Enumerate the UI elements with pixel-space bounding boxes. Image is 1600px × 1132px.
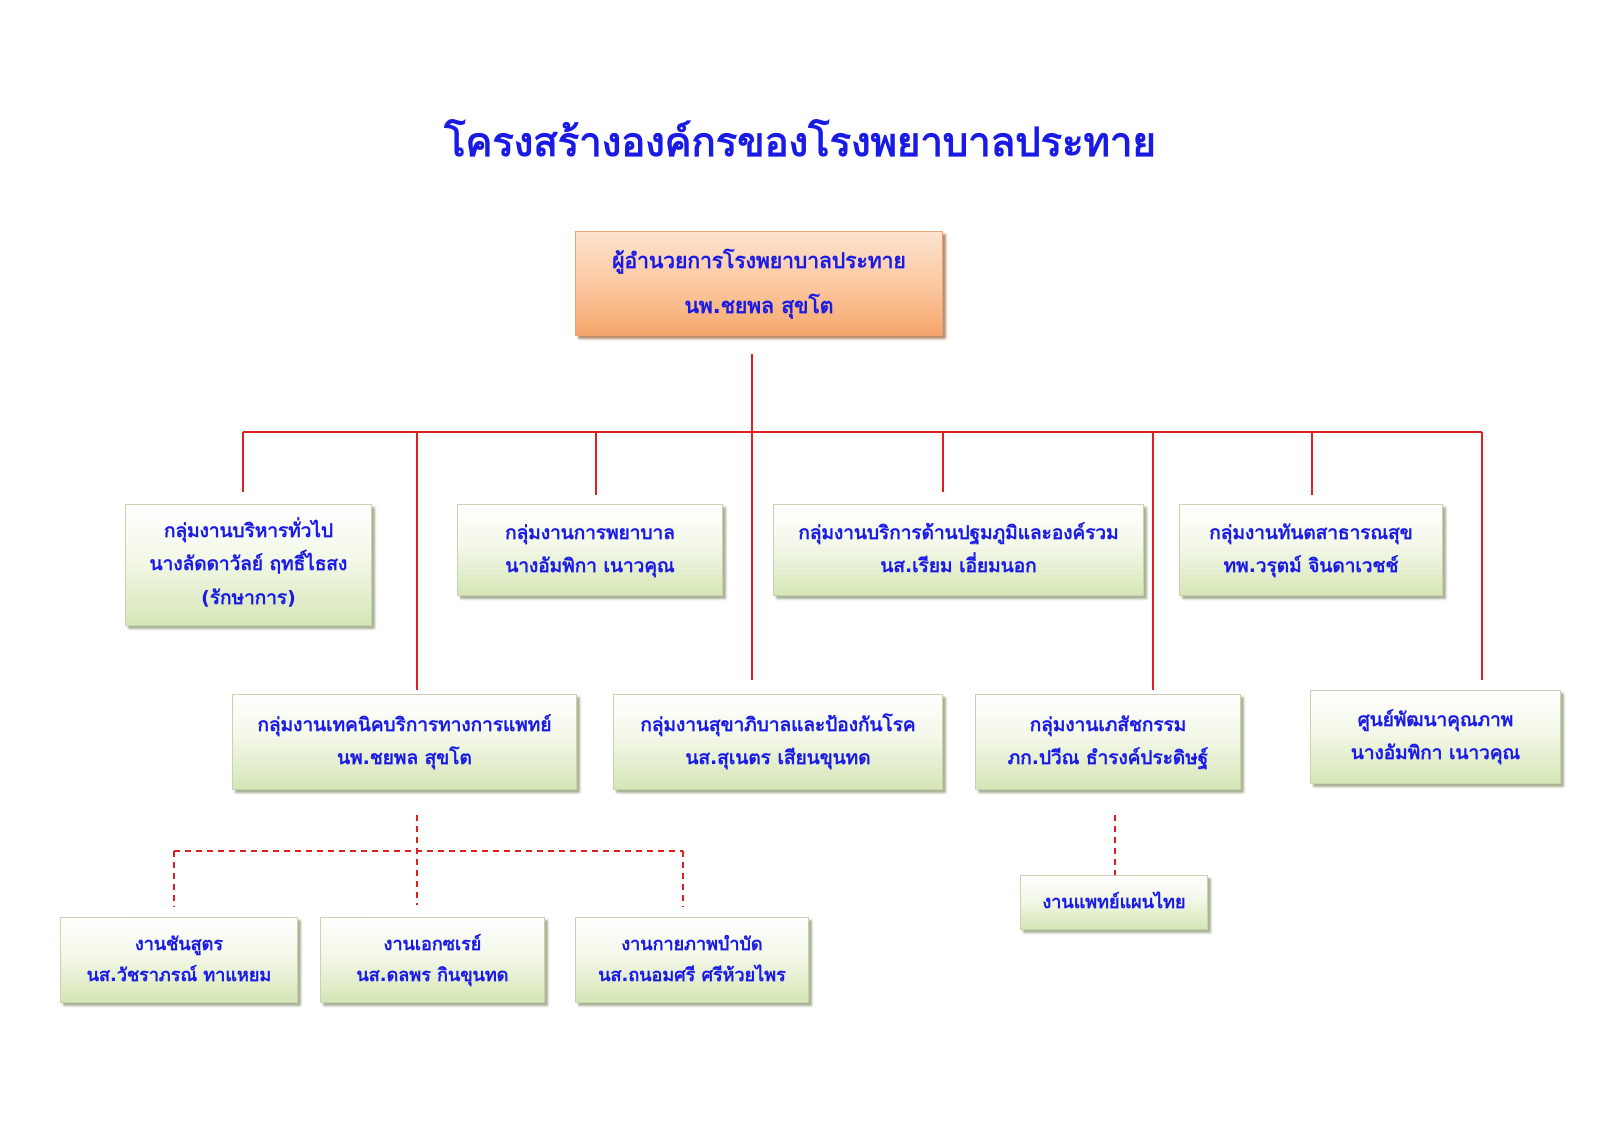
unit-title: งานชันสูตร (134, 933, 224, 955)
group-title: กลุ่มงานสุขาภิบาลและป้องกันโรค (640, 713, 916, 736)
group-title: กลุ่มงานทันตสาธารณสุข (1209, 521, 1413, 544)
group-head: นางอัมพิกา เนาวคุณ (1350, 742, 1521, 764)
group-head: นางลัดดาวัลย์ ฤทธิ์ไธสง (149, 553, 348, 576)
page-title: โครงสร้างองค์กรของโรงพยาบาลประทาย (444, 120, 1156, 166)
unit-box-laboratory: งานชันสูตร นส.วัชราภรณ์ ทาแหยม (60, 917, 298, 1003)
unit-title: งานเอกซเรย์ (383, 933, 482, 955)
group-head: ทพ.วรุตม์ จินดาเวชช์ (1223, 555, 1399, 577)
group-title: ศูนย์พัฒนาคุณภาพ (1357, 708, 1514, 731)
group-box-dental: กลุ่มงานทันตสาธารณสุข ทพ.วรุตม์ จินดาเวช… (1179, 504, 1443, 596)
group-head: นางอัมพิกา เนาวคุณ (505, 555, 675, 577)
group-title: กลุ่มงานเภสัชกรรม (1029, 713, 1187, 736)
unit-box-thai-medicine: งานแพทย์แผนไทย (1020, 875, 1208, 930)
unit-title: งานแพทย์แผนไทย (1042, 891, 1186, 913)
group-title: กลุ่มงานการพยาบาล (505, 521, 675, 544)
group-head: นพ.ชยพล สุขโต (337, 747, 472, 769)
group-box-medical-technical: กลุ่มงานเทคนิคบริการทางการแพทย์ นพ.ชยพล … (232, 694, 577, 790)
group-title: กลุ่มงานเทคนิคบริการทางการแพทย์ (257, 713, 552, 736)
group-box-nursing: กลุ่มงานการพยาบาล นางอัมพิกา เนาวคุณ (457, 504, 723, 596)
group-box-pharmacy: กลุ่มงานเภสัชกรรม ภก.ปวีณ ธำรงค์ประดิษฐ์ (975, 694, 1241, 790)
unit-title: งานกายภาพบำบัด (621, 933, 763, 955)
group-box-sanitation: กลุ่มงานสุขาภิบาลและป้องกันโรค นส.สุเนตร… (613, 694, 943, 790)
group-box-primary-care: กลุ่มงานบริการด้านปฐมภูมิและองค์รวม นส.เ… (773, 504, 1144, 596)
group-box-general-admin: กลุ่มงานบริหารทั่วไป นางลัดดาวัลย์ ฤทธิ์… (125, 504, 372, 626)
unit-head: นส.ดลพร กินขุนทด (356, 965, 509, 986)
director-name: นพ.ชยพล สุขโต (684, 293, 834, 318)
group-note: (รักษาการ) (201, 586, 296, 609)
group-head: นส.สุเนตร เสียนขุนทด (685, 747, 871, 769)
unit-box-xray: งานเอกซเรย์ นส.ดลพร กินขุนทด (320, 917, 545, 1003)
group-box-quality-center: ศูนย์พัฒนาคุณภาพ นางอัมพิกา เนาวคุณ (1310, 690, 1561, 784)
unit-box-physiotherapy: งานกายภาพบำบัด นส.ถนอมศรี ศรีห้วยไพร (575, 917, 809, 1003)
unit-head: นส.ถนอมศรี ศรีห้วยไพร (598, 965, 786, 986)
unit-head: นส.วัชราภรณ์ ทาแหยม (86, 965, 272, 986)
group-head: นส.เรียม เอี่ยมนอก (880, 555, 1037, 577)
director-position: ผู้อำนวยการโรงพยาบาลประทาย (612, 249, 906, 274)
group-head: ภก.ปวีณ ธำรงค์ประดิษฐ์ (1007, 747, 1209, 769)
director-box: ผู้อำนวยการโรงพยาบาลประทาย นพ.ชยพล สุขโต (575, 231, 943, 336)
group-title: กลุ่มงานบริหารทั่วไป (163, 520, 334, 543)
group-title: กลุ่มงานบริการด้านปฐมภูมิและองค์รวม (798, 521, 1119, 544)
